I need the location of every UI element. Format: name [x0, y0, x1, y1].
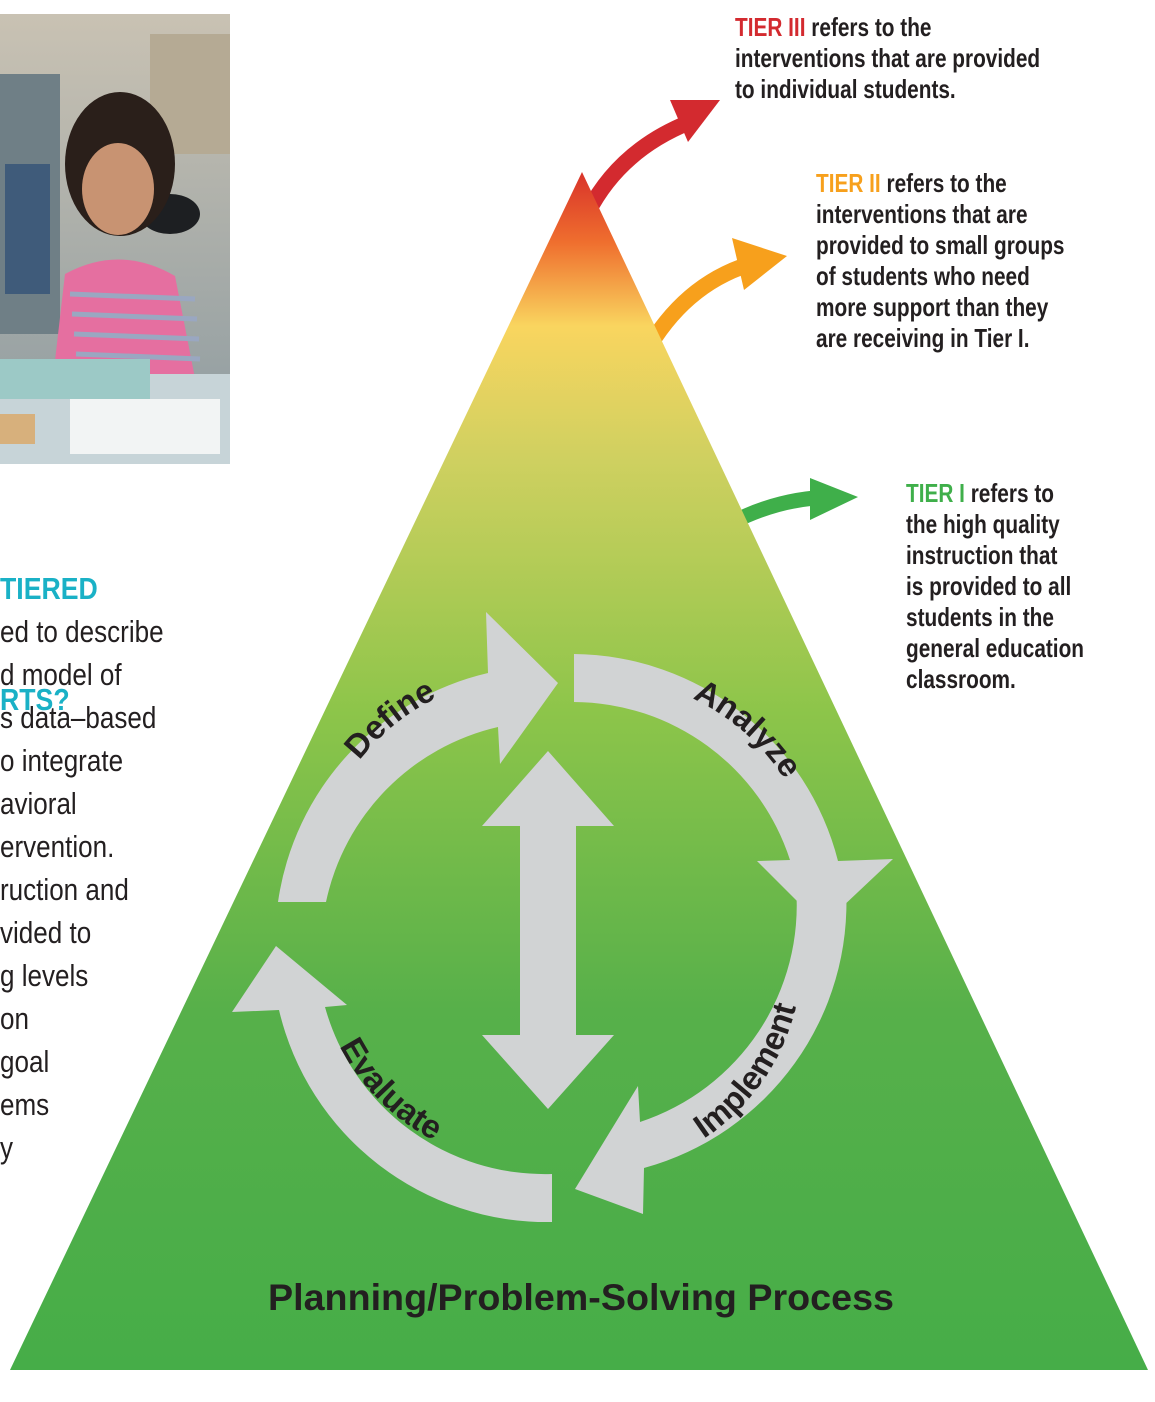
tier3-arrow — [580, 100, 720, 216]
tier1-line: classroom. — [906, 664, 1016, 694]
sidebar-body-line: avioral — [0, 786, 77, 821]
sidebar-body-line: s data–based — [0, 700, 157, 735]
tier1-label: TIER I — [906, 478, 965, 508]
tier1-line: the high quality — [906, 509, 1060, 539]
sidebar-body-line: y — [0, 1130, 14, 1165]
tier1-line: general education — [906, 633, 1084, 663]
cycle-arrow-analyze — [574, 654, 893, 926]
tier3-line: interventions that are provided — [735, 43, 1041, 73]
tier1-line: students in the — [906, 602, 1054, 632]
tier1-line: refers to — [964, 478, 1054, 508]
sidebar-body-line: g levels — [0, 958, 89, 993]
cycle-arrow-define — [278, 612, 558, 902]
sidebar-body-line: goal — [0, 1044, 50, 1079]
sidebar-body-line: o integrate — [0, 743, 124, 778]
tier2-label: TIER II — [816, 168, 881, 198]
student-photo — [0, 14, 230, 464]
sidebar-body: ed to describe d model of s data–based o… — [0, 610, 164, 1169]
sidebar-body-line: ed to describe — [0, 614, 164, 649]
sidebar-heading-line: RTS? — [0, 682, 70, 717]
tier3-line: refers to the — [805, 12, 932, 42]
tier2-line: provided to small groups — [816, 230, 1065, 260]
cycle-arrow-evaluate — [232, 946, 552, 1223]
cycle-arrow-implement — [575, 887, 847, 1214]
tier-pyramid — [10, 172, 1148, 1370]
tier2-description: TIER II refers to the interventions that… — [816, 168, 1064, 354]
center-double-arrow — [482, 751, 614, 1109]
tier2-line: of students who need — [816, 261, 1030, 291]
sidebar-heading: TIERED RTS? — [0, 496, 98, 755]
sidebar-body-line: ervention. — [0, 829, 115, 864]
tier2-line: more support than they — [816, 292, 1049, 322]
tier1-description: TIER I refers to the high quality instru… — [906, 478, 1084, 695]
tier1-line: instruction that — [906, 540, 1058, 570]
tier2-line: are receiving in Tier I. — [816, 323, 1030, 353]
sidebar-body-line: on — [0, 1001, 29, 1036]
tier2-line: refers to the — [880, 168, 1007, 198]
sidebar-body-line: d model of — [0, 657, 122, 692]
sidebar-body-line: ruction and — [0, 872, 129, 907]
tier3-line: to individual students. — [735, 74, 956, 104]
process-title: Planning/Problem-Solving Process — [268, 1277, 894, 1318]
tier2-line: interventions that are — [816, 199, 1028, 229]
sidebar-heading-line: TIERED — [0, 571, 98, 606]
tier2-arrow — [643, 238, 787, 350]
sidebar-body-line: vided to — [0, 915, 92, 950]
tier3-label: TIER III — [735, 12, 806, 42]
tier1-arrow — [729, 478, 858, 529]
tier1-line: is provided to all — [906, 571, 1072, 601]
tier3-description: TIER III refers to the interventions tha… — [735, 12, 1040, 105]
sidebar-body-line: ems — [0, 1087, 50, 1122]
